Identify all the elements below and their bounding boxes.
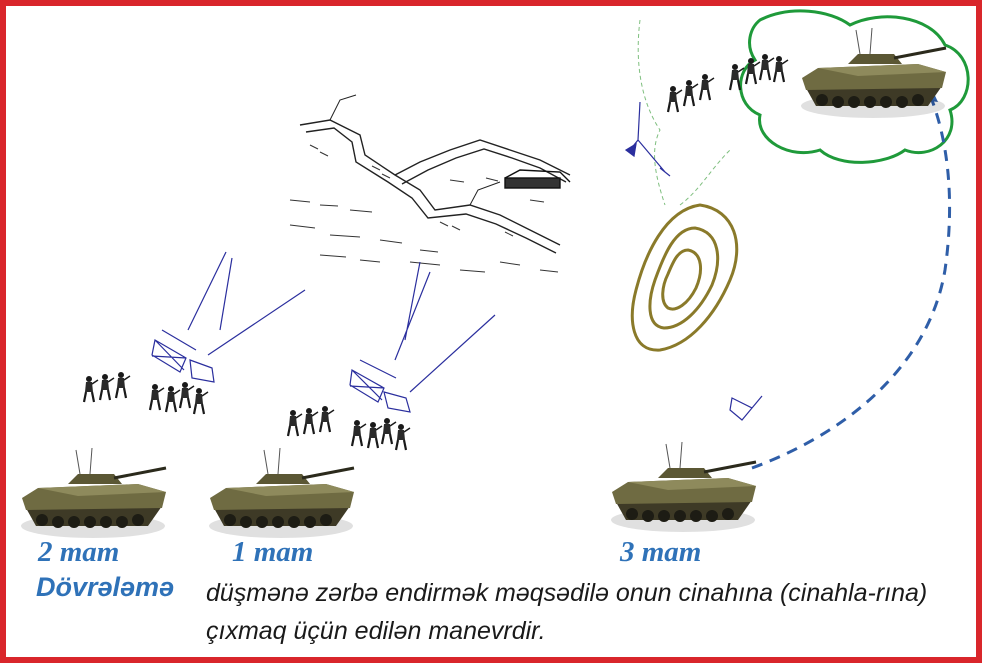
- tactical-symbols: [151, 101, 763, 421]
- unit-2-label: 2 mam: [38, 536, 120, 568]
- term-heading: Dövrələmə: [36, 572, 175, 602]
- cover-cloud: [739, 9, 970, 164]
- infantry-squad-icon: [286, 404, 412, 452]
- enemy-trench-icon: [289, 94, 571, 273]
- unit-1-label: 1 mam: [232, 536, 314, 568]
- maneuver-arrow: [751, 85, 952, 470]
- infantry-fighting-vehicle-icon: [207, 446, 356, 540]
- term-definition: düşmənə zərbə endirmək məqsədilə onun ci…: [206, 579, 928, 645]
- infantry-squad-icon: [666, 52, 790, 114]
- hill-contours: [630, 203, 739, 352]
- infantry-fighting-vehicle-icon: [609, 440, 758, 534]
- infantry-fighting-vehicle-icon: [19, 446, 168, 540]
- cover-boundary: [637, 19, 731, 206]
- infantry-squad-icon: [82, 370, 210, 416]
- infantry-fighting-vehicle-icon: [799, 26, 948, 120]
- unit-3-label: 3 mam: [620, 536, 702, 568]
